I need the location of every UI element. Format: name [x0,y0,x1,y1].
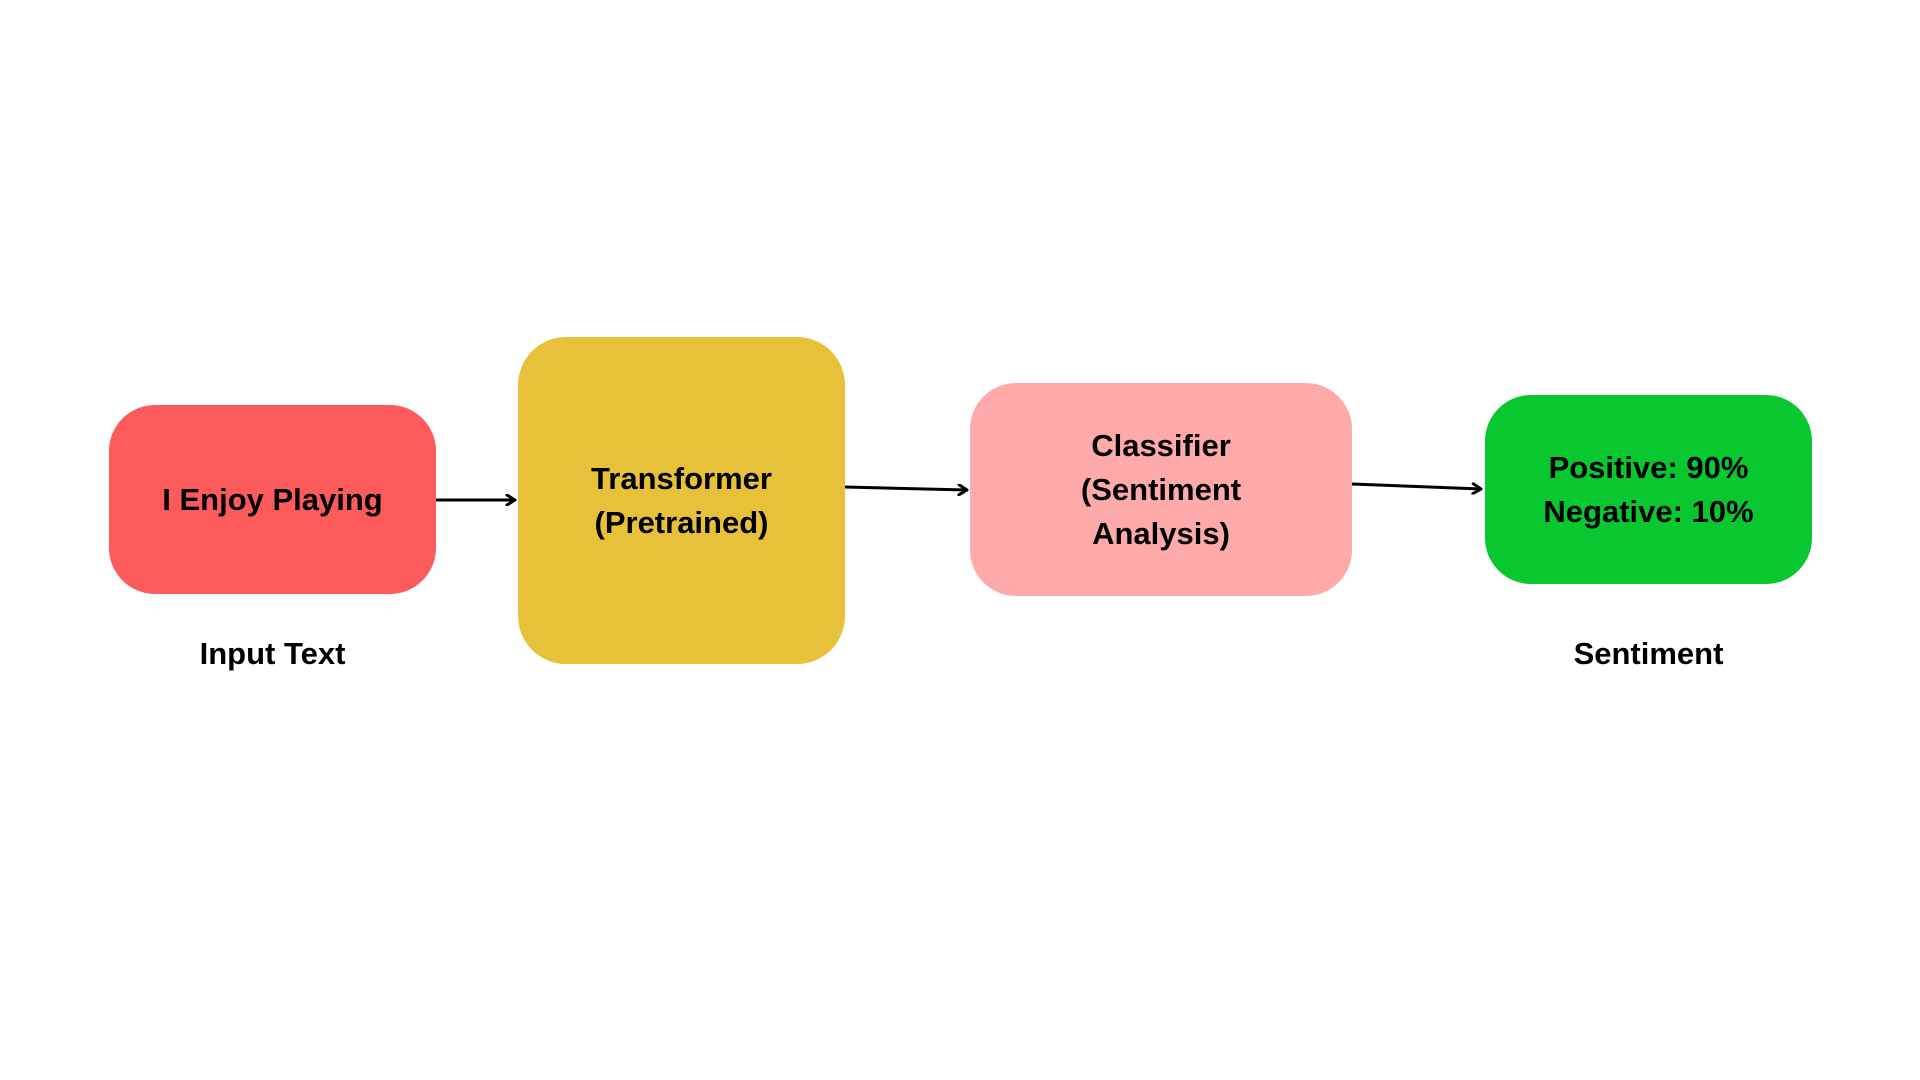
arrow-classifier-to-sentiment [1351,482,1481,489]
transformer-node-line-1: Transformer [591,460,772,496]
classifier-node: Classifier (Sentiment Analysis) [970,383,1352,596]
input-text-node: I Enjoy Playing [109,405,436,594]
arrow-transformer-to-classifier [844,487,967,490]
transformer-node: Transformer (Pretrained) [518,337,845,664]
sentiment-output-line-negative: Negative: 10% [1543,493,1754,529]
transformer-node-line-2: (Pretrained) [594,504,769,540]
classifier-node-line-2: (Sentiment [1080,471,1242,507]
sentiment-output-node: Positive: 90% Negative: 10% [1485,395,1812,584]
input-text-caption: Input Text [199,636,346,671]
sentiment-output-line-positive: Positive: 90% [1548,449,1749,485]
classifier-node-line-3: Analysis) [1092,515,1230,551]
sentiment-caption: Sentiment [1573,636,1724,671]
classifier-node-line-1: Classifier [1091,427,1231,463]
input-text-node-line-1: I Enjoy Playing [162,481,383,517]
